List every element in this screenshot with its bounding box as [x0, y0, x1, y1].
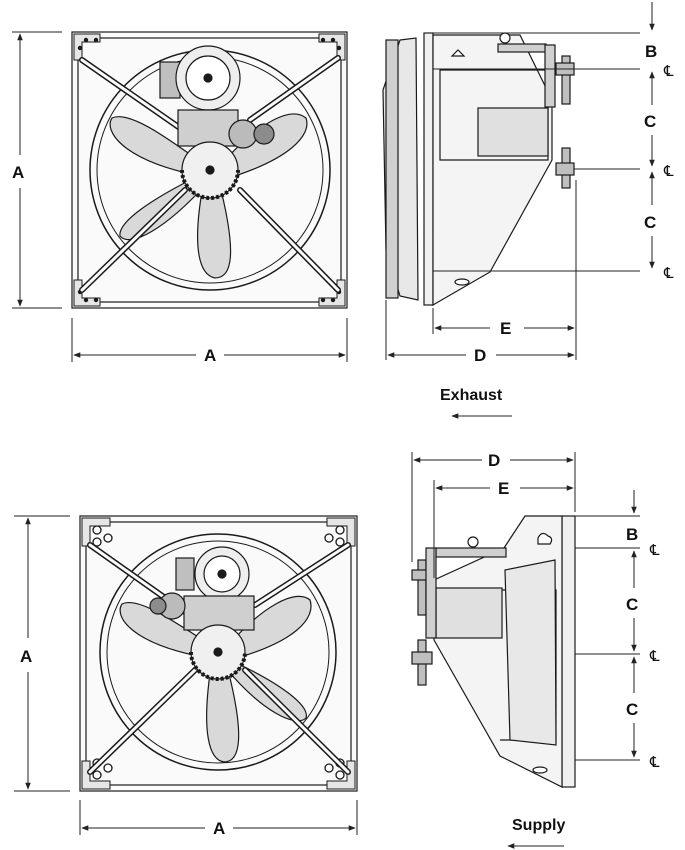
exhaust-front-view: A A — [12, 31, 348, 365]
exhaust-motor-assembly — [159, 45, 275, 200]
label-c: C — [626, 595, 638, 614]
exhaust-side-frame — [423, 32, 434, 306]
centerline-symbol: ℄ — [649, 753, 660, 771]
label-a: A — [204, 346, 216, 365]
label-b: B — [645, 42, 657, 61]
exhaust-side-view: B C C ℄ ℄ ℄ E D Exhaust — [382, 2, 674, 419]
exhaust-side-pulleys — [544, 44, 575, 189]
label-c: C — [644, 213, 656, 232]
label-c: C — [626, 700, 638, 719]
centerline-symbol: ℄ — [663, 162, 674, 180]
exhaust-caption: Exhaust — [440, 387, 503, 404]
exhaust-dimension-c-upper: C — [644, 71, 656, 167]
label-d: D — [474, 346, 486, 365]
supply-dimension-a-vertical: A — [14, 515, 70, 792]
exhaust-dimension-d: D — [385, 300, 575, 365]
supply-side-view: B C C ℄ ℄ ℄ D E Supply — [411, 451, 660, 849]
centerline-symbol: ℄ — [663, 264, 674, 282]
supply-dimension-c-upper: C — [626, 550, 638, 652]
supply-dimension-b: B — [626, 490, 638, 544]
label-a: A — [213, 819, 225, 838]
label-a: A — [12, 163, 24, 182]
supply-side-pulleys — [411, 547, 437, 686]
supply-dimension-d: D — [411, 451, 576, 562]
label-d: D — [488, 451, 500, 470]
supply-venturi-ring — [99, 533, 337, 771]
exhaust-dimension-b: B — [645, 2, 657, 61]
supply-caption: Supply — [512, 817, 565, 834]
label-c: C — [644, 112, 656, 131]
label-b: B — [626, 525, 638, 544]
supply-fan-blades — [119, 595, 312, 763]
exhaust-dimension-a-vertical: A — [12, 31, 62, 309]
label-e: E — [500, 319, 511, 338]
centerline-symbol: ℄ — [649, 647, 660, 665]
centerline-symbol: ℄ — [663, 62, 674, 80]
exhaust-dimension-a-horizontal: A — [71, 318, 348, 365]
supply-dimension-e: E — [433, 479, 574, 578]
supply-side-frame — [561, 515, 576, 788]
label-a: A — [20, 647, 32, 666]
supply-dimension-c-lower: C — [626, 656, 638, 758]
exhaust-dimension-c-lower: C — [644, 171, 656, 269]
centerline-symbol: ℄ — [649, 541, 660, 559]
exhaust-side-housing — [432, 34, 553, 307]
supply-motor-assembly — [149, 546, 255, 681]
exhaust-dimension-e: E — [432, 180, 577, 360]
supply-dimension-a-horizontal: A — [79, 800, 358, 838]
label-e: E — [498, 479, 509, 498]
supply-front-view: A A — [14, 515, 358, 838]
